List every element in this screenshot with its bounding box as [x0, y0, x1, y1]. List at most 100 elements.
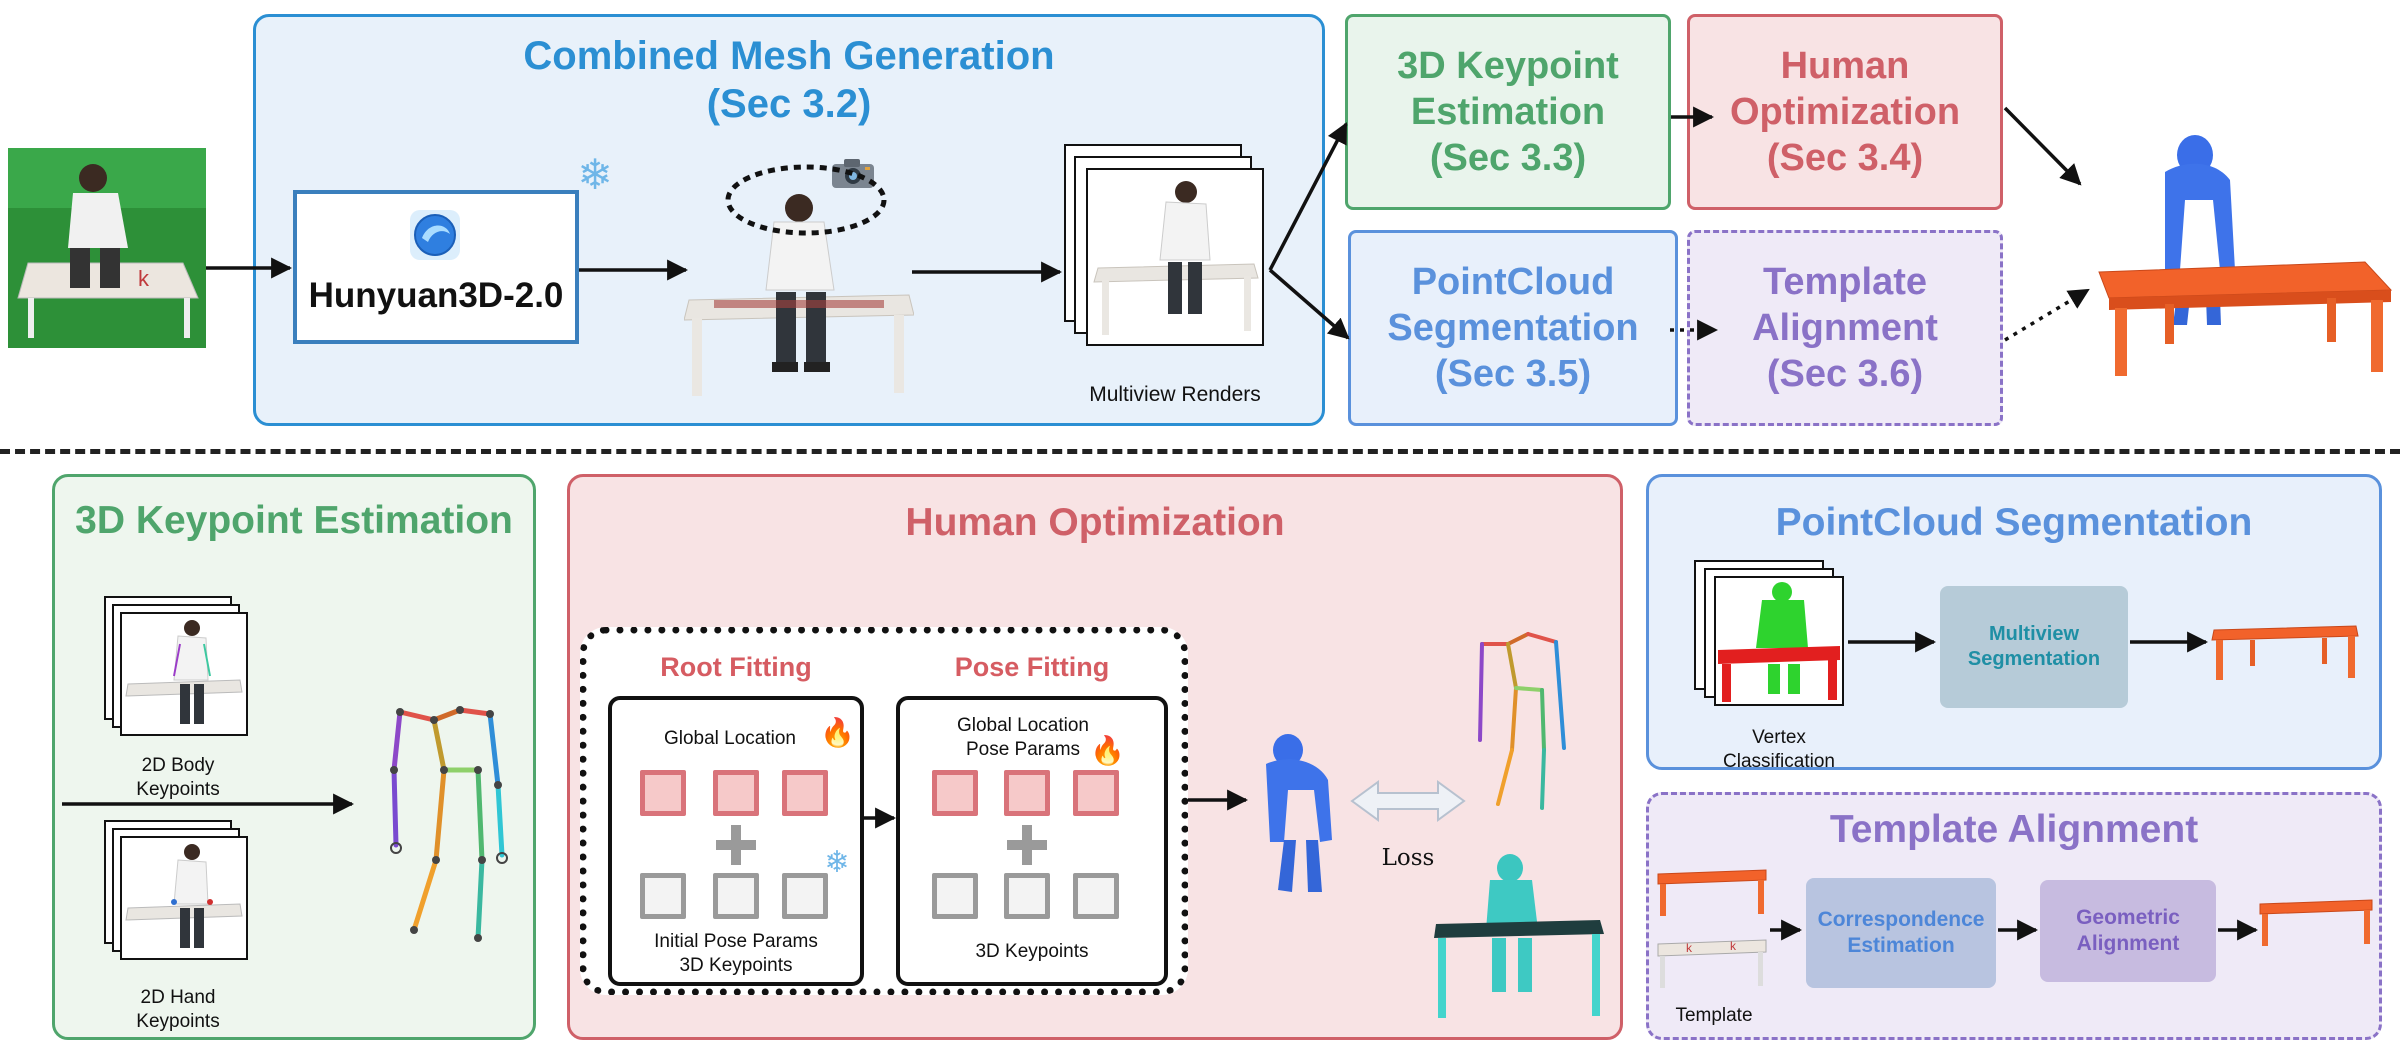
- target-skeleton-render: [1468, 620, 1578, 820]
- 3d-skeleton-render: [370, 690, 530, 970]
- pose-frozen-3: [1073, 873, 1119, 919]
- root-bottom-line2: 3D Keypoints: [679, 954, 793, 976]
- final-result-render: [2095, 120, 2395, 380]
- frozen-snowflake-icon: ❄: [577, 151, 613, 198]
- body-keypoints-line1: 2D Body: [141, 755, 215, 776]
- vertex-classification-line1: Vertex: [1752, 727, 1806, 748]
- template-stage-box[interactable]: Template Alignment (Sec 3.6): [1687, 230, 2003, 426]
- selection-ellipse: [725, 164, 887, 236]
- section-divider: [0, 449, 2400, 454]
- multiview-segmentation-line1: Multiview: [1988, 623, 2079, 645]
- mesh-generation-sec: (Sec 3.2): [706, 82, 872, 126]
- vertex-classification-line2: Classification: [1723, 750, 1835, 772]
- hunyuan-label: Hunyuan3D-2.0: [308, 276, 564, 315]
- human-stage-box[interactable]: Human Optimization (Sec 3.4): [1687, 14, 2003, 210]
- segmentation-stage-line1: PointCloud: [1411, 261, 1615, 303]
- template-panel: [1646, 792, 2382, 1040]
- keypoint-stage-line2: Estimation: [1410, 91, 1606, 133]
- segmentation-panel-title: PointCloud Segmentation: [1775, 501, 2253, 544]
- pose-param-2: [1004, 770, 1050, 816]
- human-stage-line1: Human: [1780, 45, 1910, 87]
- loss-label: Loss: [1381, 845, 1435, 871]
- multiview-segmentation-box[interactable]: Multiview Segmentation: [1940, 586, 2128, 708]
- arrow-multiview-to-seg: [1268, 268, 1350, 340]
- aligned-table-render: [2258, 898, 2374, 948]
- root-param-3: [782, 770, 828, 816]
- root-snowflake-icon: ❄: [824, 846, 850, 879]
- target-human-table-render: [1432, 850, 1608, 1022]
- optimized-human-render: [1248, 730, 1348, 900]
- hand-keypoints-label: 2D Hand Keypoints: [108, 986, 248, 1034]
- pose-plus: [1007, 825, 1047, 865]
- arrow-human-to-result: [2003, 106, 2082, 186]
- body-keypoints-line2: Keypoints: [136, 778, 220, 800]
- geometric-line1: Geometric: [2076, 906, 2180, 929]
- keypoint-stage-line3: (Sec 3.3): [1429, 137, 1587, 179]
- root-param-1: [640, 770, 686, 816]
- root-frozen-2: [713, 873, 759, 919]
- human-stage-line3: (Sec 3.4): [1766, 137, 1924, 179]
- vertex-classification-label: Vertex Classification: [1684, 726, 1874, 774]
- correspondence-line2: Estimation: [1847, 934, 1955, 957]
- hand-frame-front: [120, 836, 248, 960]
- pose-fitting-title: Pose Fitting: [954, 652, 1110, 682]
- input-table-render: [1656, 868, 1768, 918]
- root-frozen-3: [782, 873, 828, 919]
- keypoint-panel-title: 3D Keypoint Estimation: [75, 499, 513, 542]
- root-plus: [716, 825, 756, 865]
- svg-text:k: k: [1730, 939, 1737, 953]
- keypoint-stage-line1: 3D Keypoint: [1397, 45, 1619, 87]
- combined-mesh-render: [683, 180, 915, 400]
- segmentation-stage-line2: Segmentation: [1387, 307, 1639, 349]
- root-fire-icon: 🔥: [820, 717, 855, 748]
- human-optimization-title: Human Optimization: [905, 501, 1285, 544]
- correspondence-estimation-box[interactable]: Correspondence Estimation: [1806, 878, 1996, 988]
- correspondence-line1: Correspondence: [1817, 908, 1985, 931]
- body-frame-front: [120, 612, 248, 736]
- arrow-template-to-result-dotted: [2004, 288, 2090, 342]
- camera-icon: [830, 156, 876, 190]
- input-photo: k k: [8, 148, 206, 348]
- template-label: Template: [1675, 1005, 1753, 1026]
- root-bottom-label: Initial Pose Params 3D Keypoints: [612, 930, 860, 978]
- svg-text:k: k: [138, 266, 150, 291]
- pose-fire-icon: 🔥: [1090, 735, 1125, 766]
- keypoint-stage-box[interactable]: 3D Keypoint Estimation (Sec 3.3): [1345, 14, 1671, 210]
- segmentation-stage-line3: (Sec 3.5): [1434, 353, 1592, 395]
- template-panel-title: Template Alignment: [1829, 808, 2199, 851]
- human-stage-line2: Optimization: [1729, 91, 1961, 133]
- root-frozen-1: [640, 873, 686, 919]
- template-stage-line3: (Sec 3.6): [1766, 353, 1924, 395]
- template-table-render: k k: [1656, 934, 1768, 990]
- root-bottom-line1: Initial Pose Params: [654, 931, 818, 952]
- pose-frozen-2: [1004, 873, 1050, 919]
- root-global-location: Global Location: [663, 728, 797, 749]
- svg-text:k: k: [1686, 941, 1693, 955]
- input-photo-illustration: k k: [8, 148, 206, 348]
- seg-frame-front: [1714, 576, 1844, 706]
- hand-keypoints-line1: 2D Hand: [140, 987, 216, 1008]
- pose-param-1: [932, 770, 978, 816]
- root-fitting-title: Root Fitting: [660, 652, 812, 682]
- hand-keypoints-line2: Keypoints: [136, 1010, 220, 1032]
- pose-top-line1: Global Location: [956, 715, 1090, 736]
- multiview-frame-front: [1086, 168, 1264, 346]
- geometric-line2: Alignment: [2076, 932, 2180, 955]
- template-stage-line2: Alignment: [1752, 307, 1938, 349]
- pose-top-line2: Pose Params: [965, 738, 1081, 760]
- template-stage-line1: Template: [1762, 261, 1927, 303]
- segmentation-stage-box[interactable]: PointCloud Segmentation (Sec 3.5): [1348, 230, 1678, 426]
- pose-top-label: Global Location Pose Params: [900, 714, 1146, 762]
- hunyuan-logo-icon: [410, 210, 460, 260]
- geometric-alignment-box[interactable]: Geometric Alignment: [2040, 880, 2216, 982]
- arrow-multiview-to-keypoint: [1268, 122, 1348, 271]
- pose-bottom-label: 3D Keypoints: [975, 941, 1089, 962]
- body-keypoints-label: 2D Body Keypoints: [108, 754, 248, 802]
- pose-frozen-1: [932, 873, 978, 919]
- mesh-generation-title: Combined Mesh Generation: [523, 34, 1055, 78]
- multiview-segmentation-line2: Segmentation: [1967, 648, 2101, 670]
- multiview-front-image: [1093, 181, 1259, 335]
- pose-param-3: [1073, 770, 1119, 816]
- root-param-2: [713, 770, 759, 816]
